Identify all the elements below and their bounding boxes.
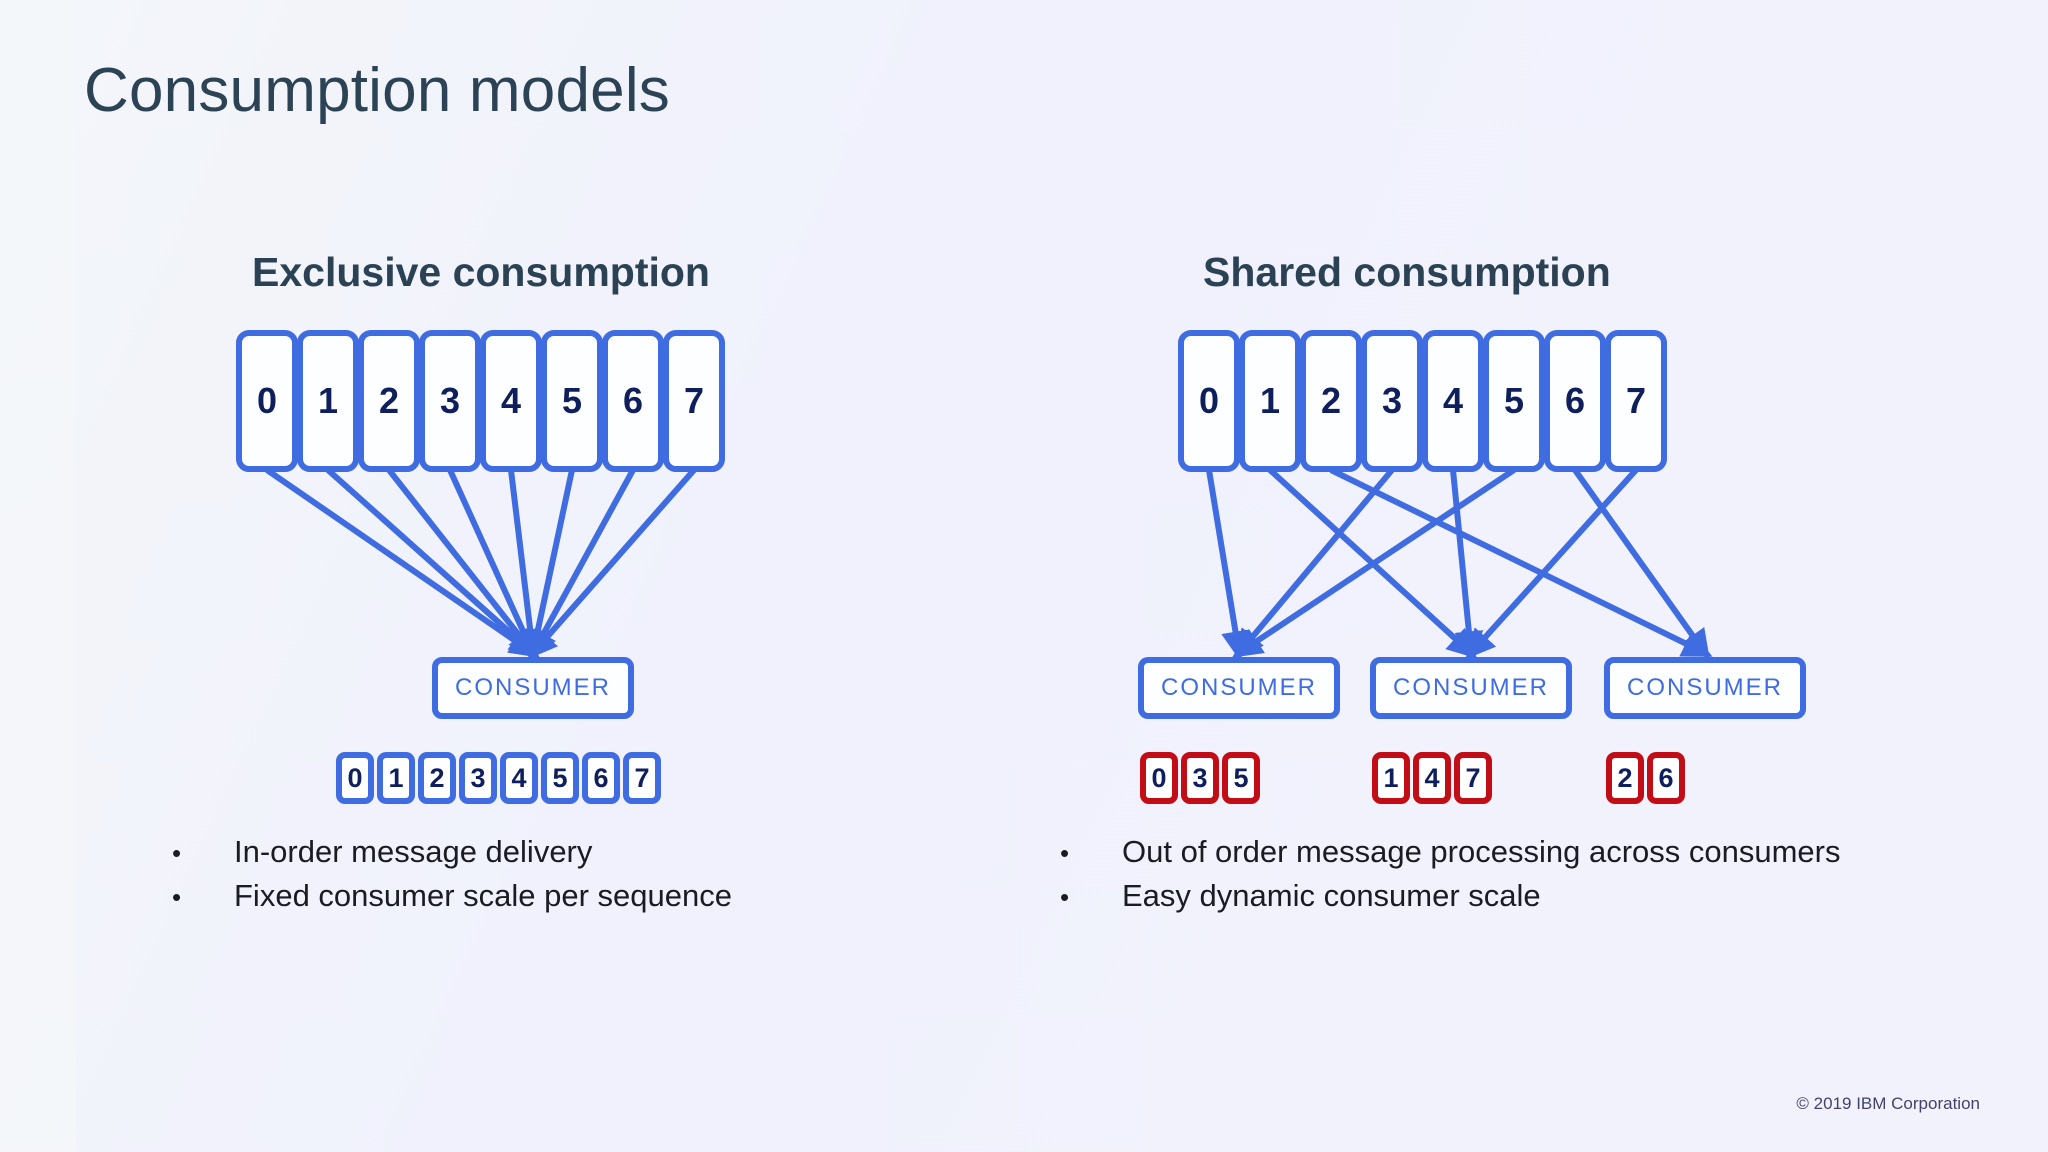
partition-cell[interactable]: 6	[602, 330, 664, 472]
consumer-box-right-3[interactable]: CONSUMER	[1604, 657, 1806, 719]
partition-cell[interactable]: 7	[1605, 330, 1667, 472]
bullet-item: • In-order message delivery	[172, 830, 732, 874]
bullet-list-left: • In-order message delivery • Fixed consume…	[172, 830, 732, 918]
bullet-item: • Out of order message processing across …	[1060, 830, 1840, 874]
message-chip: 7	[623, 752, 661, 804]
message-chip: 3	[459, 752, 497, 804]
bullet-item: • Fixed consumer scale per sequence	[172, 874, 732, 918]
partition-cell[interactable]: 4	[480, 330, 542, 472]
bullet-text: In-order message delivery	[234, 834, 593, 869]
partition-cell[interactable]: 6	[1544, 330, 1606, 472]
message-chip: 2	[1606, 752, 1644, 804]
partition-cell[interactable]: 5	[541, 330, 603, 472]
message-chip: 6	[1647, 752, 1685, 804]
bullet-marker-icon: •	[172, 838, 182, 868]
bullet-marker-icon: •	[1060, 882, 1070, 913]
partition-cell[interactable]: 4	[1422, 330, 1484, 472]
partition-cell[interactable]: 1	[297, 330, 359, 472]
message-chip: 5	[1222, 752, 1260, 804]
message-chip: 6	[582, 752, 620, 804]
message-chip: 4	[1413, 752, 1451, 804]
message-chip: 0	[336, 752, 374, 804]
bullet-marker-icon: •	[172, 882, 182, 913]
partition-cell[interactable]: 5	[1483, 330, 1545, 472]
bullet-text: Out of order message processing across c…	[1122, 834, 1841, 869]
footer-copyright: © 2019 IBM Corporation	[1796, 1094, 1980, 1113]
message-chip: 5	[541, 752, 579, 804]
partition-cell[interactable]: 3	[419, 330, 481, 472]
consumer-box-right-1[interactable]: CONSUMER	[1138, 657, 1340, 719]
message-chip: 1	[1372, 752, 1410, 804]
partition-cell[interactable]: 7	[663, 330, 725, 472]
message-chip: 7	[1454, 752, 1492, 804]
message-chip: 1	[377, 752, 415, 804]
message-chip: 3	[1181, 752, 1219, 804]
partition-cell[interactable]: 3	[1361, 330, 1423, 472]
bullet-text: Fixed consumer scale per sequence	[234, 878, 732, 914]
bullet-list-right: • Out of order message processing across …	[1060, 830, 1840, 918]
page-title: Consumption models	[84, 56, 671, 125]
bullet-text: Easy dynamic consumer scale	[1122, 878, 1541, 914]
message-chip: 2	[418, 752, 456, 804]
heading-shared-consumption: Shared consumption	[1203, 249, 1611, 295]
partition-cell[interactable]: 1	[1239, 330, 1301, 472]
bullet-item: • Easy dynamic consumer scale	[1060, 874, 1840, 918]
heading-exclusive-consumption: Exclusive consumption	[252, 249, 710, 295]
message-chip: 4	[500, 752, 538, 804]
consumer-box-left[interactable]: CONSUMER	[432, 657, 634, 719]
message-chip: 0	[1140, 752, 1178, 804]
consumer-box-right-2[interactable]: CONSUMER	[1370, 657, 1572, 719]
partition-cell[interactable]: 0	[236, 330, 298, 472]
partition-cell[interactable]: 2	[358, 330, 420, 472]
partition-cell[interactable]: 2	[1300, 330, 1362, 472]
bullet-marker-icon: •	[1060, 838, 1070, 868]
partition-cell[interactable]: 0	[1178, 330, 1240, 472]
